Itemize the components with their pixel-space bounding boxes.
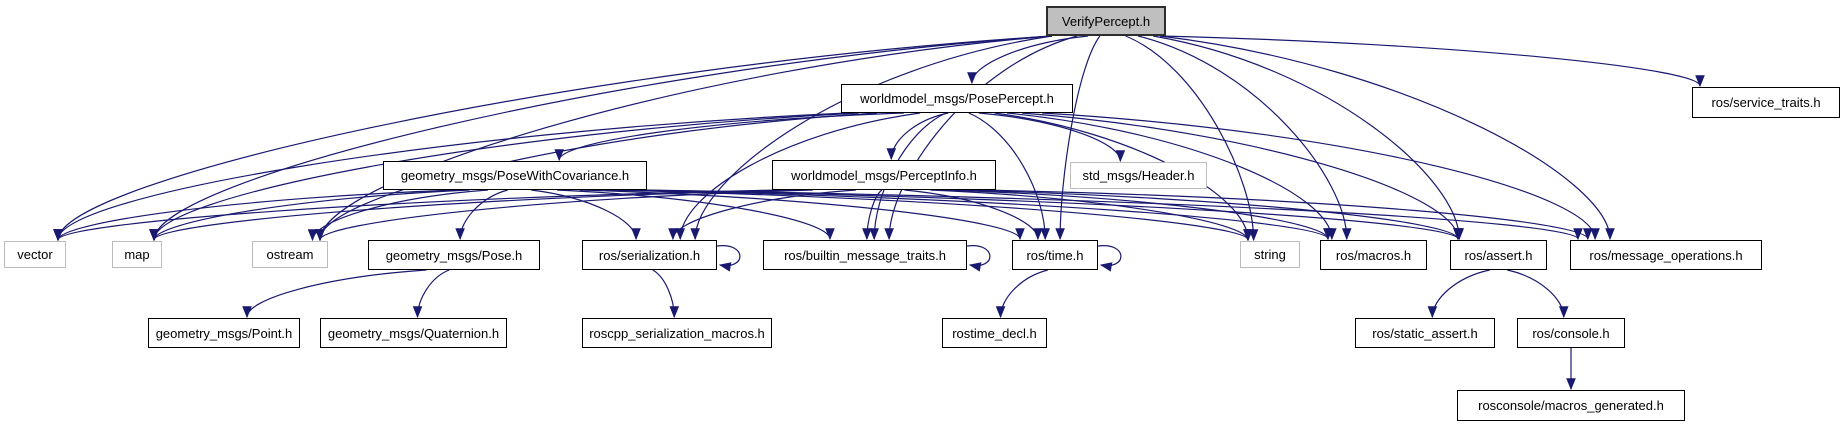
edge-builtin-builtin [966,245,991,272]
edge-posewithcov-serialization [531,189,641,241]
edge-perceptinfo-map [149,189,795,242]
graph-node-ser_macros[interactable]: roscpp_serialization_macros.h [582,318,772,348]
edge-perceptinfo-macros [942,189,1333,241]
edge-posepercept-serialization [675,112,921,241]
edge-perceptinfo-assert [957,189,1463,241]
edge-posewithcov-vector [53,189,458,242]
edge-assert-console [1507,269,1569,319]
edge-posepercept-time [968,112,1050,241]
graph-node-serialization[interactable]: ros/serialization.h [582,240,717,270]
graph-node-posewithcov[interactable]: geometry_msgs/PoseWithCovariance.h [383,161,647,190]
edge-perceptinfo-builtin [862,189,883,241]
edge-pose-quaternion [412,269,450,319]
edge-posewithcov-pose [455,189,508,241]
edge-posewithcov-msgops [640,189,1583,241]
edge-posepercept-perceptinfo [886,112,949,161]
edge-time-rostime_decl [995,269,1048,319]
edge-perceptinfo-serialization [668,189,856,241]
edge-perceptinfo-msgops [977,189,1593,241]
edge-time-time [1097,245,1122,272]
graph-node-perceptinfo[interactable]: worldmodel_msgs/PerceptInfo.h [772,160,996,190]
graph-node-macros_generated[interactable]: rosconsole/macros_generated.h [1457,390,1685,421]
graph-node-console[interactable]: ros/console.h [1517,318,1625,348]
edge-verify-serialization [690,35,1053,241]
graph-node-string: string [1240,241,1300,268]
edge-verify-posepercept [967,35,1089,85]
graph-node-pose[interactable]: geometry_msgs/Pose.h [368,240,540,270]
edge-posepercept-vector [53,112,848,242]
graph-node-map: map [112,241,162,268]
graph-node-quaternion[interactable]: geometry_msgs/Quaternion.h [320,318,507,348]
edge-perceptinfo-string [930,189,1253,242]
graph-node-service_traits[interactable]: ros/service_traits.h [1692,87,1840,118]
edge-serialization-ser_macros [652,269,680,319]
edge-posewithcov-string [605,189,1253,242]
edge-verify-time [1055,35,1101,241]
graph-node-builtin[interactable]: ros/builtin_message_traits.h [763,240,967,270]
graph-node-msgops[interactable]: ros/message_operations.h [1570,240,1762,270]
edge-posewithcov-ostream [307,189,489,242]
graph-node-static_assert[interactable]: ros/static_assert.h [1355,318,1495,348]
edge-assert-static_assert [1427,269,1490,319]
edge-serialization-serialization [716,245,741,272]
edge-verify-service_traits [1159,35,1705,88]
graph-node-verify: VerifyPercept.h [1046,6,1166,36]
graph-node-posepercept[interactable]: worldmodel_msgs/PosePercept.h [841,84,1073,113]
edge-verify-builtin [884,35,1078,241]
graph-node-ostream: ostream [252,241,328,268]
graph-node-vector: vector [4,241,66,268]
edge-verify-assert [1152,35,1465,241]
edge-posewithcov-builtin [556,189,835,241]
edge-verify-msgops [1159,35,1615,241]
edge-verify-ostream [315,35,1053,242]
edge-perceptinfo-time [904,189,1043,241]
graph-node-rostime_decl[interactable]: rostime_decl.h [942,318,1047,348]
edge-posepercept-macros [1006,112,1337,241]
edge-perceptinfo-vector [53,189,783,242]
edge-posewithcov-macros [618,189,1333,241]
graph-node-macros[interactable]: ros/macros.h [1320,240,1427,270]
graph-node-time[interactable]: ros/time.h [1012,240,1098,270]
graph-node-assert[interactable]: ros/assert.h [1450,240,1547,270]
edge-posepercept-msgops [1042,112,1600,241]
edge-posepercept-header [978,112,1126,163]
edge-posewithcov-map [149,189,470,242]
edge-posewithcov-assert [633,189,1463,241]
graph-node-point[interactable]: geometry_msgs/Point.h [148,318,300,348]
edge-pose-point [242,269,427,319]
graph-node-header: std_msgs/Header.h [1070,162,1207,189]
edge-perceptinfo-ostream [315,189,813,242]
edge-verify-vector [53,35,1053,242]
